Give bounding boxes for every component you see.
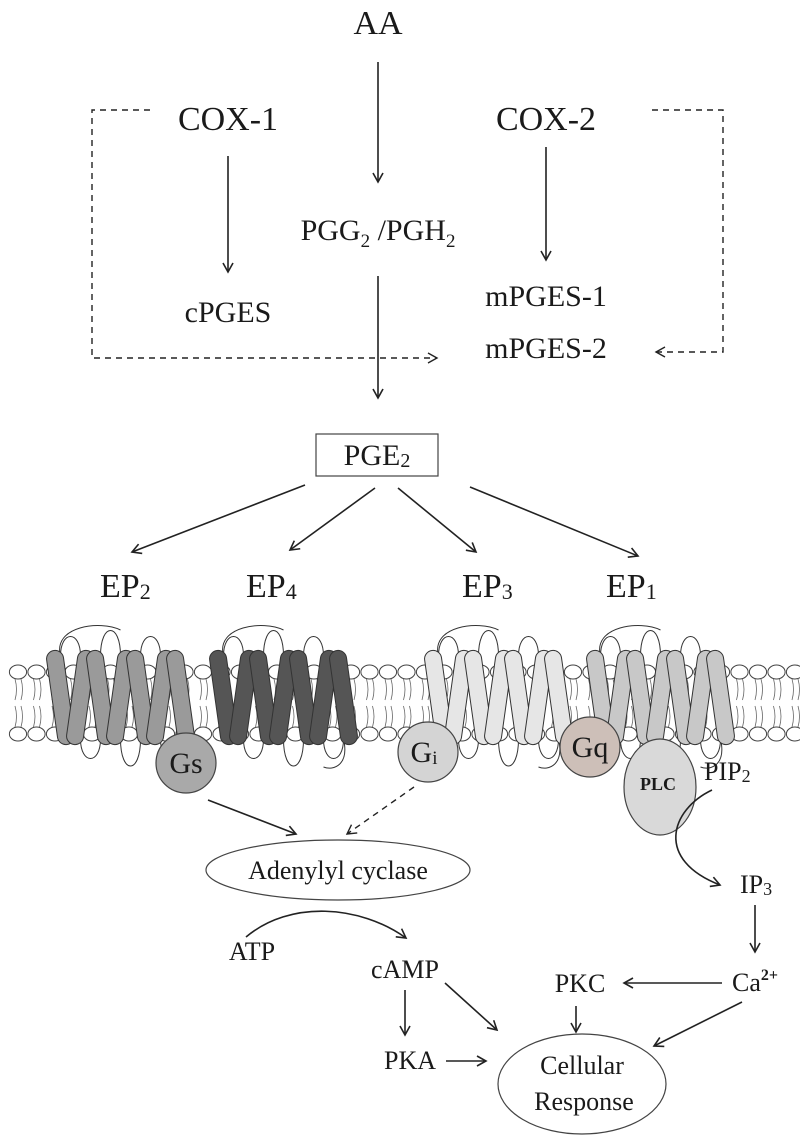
cox1-label: COX-1 bbox=[178, 101, 278, 138]
adenylyl-cyclase-ellipse bbox=[205, 839, 471, 901]
gq-protein bbox=[559, 716, 621, 778]
transmembrane-helix bbox=[309, 649, 338, 746]
plc-label: PLC bbox=[640, 774, 676, 794]
ep3-receptor bbox=[424, 625, 573, 769]
mpges1-label: mPGES-1 bbox=[485, 280, 607, 313]
ep1-receptor bbox=[586, 625, 735, 769]
pge2-to-ep3-arrow bbox=[397, 487, 478, 554]
lipid-head bbox=[378, 726, 398, 742]
pip2-label: PIP2 bbox=[704, 757, 751, 786]
cpges-label: cPGES bbox=[185, 296, 272, 329]
lipid-head bbox=[748, 726, 768, 742]
lipid-head bbox=[748, 664, 768, 680]
transmembrane-helix bbox=[524, 649, 553, 746]
transmembrane-helix bbox=[249, 649, 278, 746]
cox2-to-mpges2-dashed-arrow bbox=[652, 109, 724, 358]
transmembrane-helix bbox=[106, 649, 135, 746]
lipid-head bbox=[397, 664, 416, 680]
atp-label: ATP bbox=[229, 937, 275, 966]
lipid-head bbox=[27, 664, 46, 680]
gs-label: Gs bbox=[169, 747, 202, 780]
pge2-to-ep4-arrow bbox=[288, 487, 376, 551]
pka-label: PKA bbox=[384, 1046, 436, 1075]
transmembrane-helix bbox=[464, 649, 493, 746]
pge2-to-ep1-arrow bbox=[469, 486, 640, 559]
lipid-head bbox=[193, 664, 213, 680]
ip3-label: IP3 bbox=[740, 870, 772, 899]
plc-enzyme bbox=[623, 738, 697, 836]
transmembrane-helix bbox=[484, 649, 513, 746]
ep4-label: EP4 bbox=[246, 568, 297, 605]
pkc-label: PKC bbox=[555, 969, 606, 998]
transmembrane-helix bbox=[229, 649, 258, 746]
adenylyl-cyclase-label: Adenylyl cyclase bbox=[248, 856, 428, 885]
gi-protein bbox=[397, 721, 459, 783]
transmembrane-helix bbox=[46, 649, 75, 746]
pip2-to-ip3-arrow bbox=[675, 789, 722, 888]
camp-to-response-arrow bbox=[444, 982, 499, 1032]
transmembrane-helix bbox=[686, 649, 715, 746]
lipid-head bbox=[27, 726, 46, 742]
pge2-to-ep2-arrow bbox=[130, 484, 306, 555]
lipid-head bbox=[563, 664, 583, 680]
lipid-head bbox=[785, 726, 800, 742]
transmembrane-helix bbox=[126, 649, 155, 746]
mpges2-label: mPGES-2 bbox=[485, 332, 607, 365]
lipid-head bbox=[8, 726, 28, 742]
gs-to-adenylyl-arrow bbox=[207, 799, 298, 837]
lipid-head bbox=[785, 664, 800, 680]
ca-label: Ca2+ bbox=[732, 967, 778, 997]
lipid-head bbox=[360, 726, 379, 742]
cellular-label: Cellular bbox=[540, 1051, 624, 1080]
lipid-head bbox=[378, 664, 398, 680]
response-label: Response bbox=[534, 1087, 634, 1116]
lipid-head bbox=[767, 664, 786, 680]
ep1-label: EP1 bbox=[606, 568, 657, 605]
transmembrane-helix bbox=[269, 649, 298, 746]
ca-to-response-arrow bbox=[652, 1001, 743, 1048]
ep2-label: EP2 bbox=[100, 568, 151, 605]
ep3-label: EP3 bbox=[462, 568, 513, 605]
transmembrane-helix bbox=[86, 649, 115, 746]
ep2-receptor bbox=[46, 625, 195, 769]
lipid-head bbox=[360, 664, 379, 680]
pgg-pgh-label: PGG2 /PGH2 bbox=[301, 214, 456, 252]
aa-label: AA bbox=[353, 5, 403, 42]
transmembrane-helix bbox=[706, 649, 735, 746]
gi-to-adenylyl-dashed-arrow bbox=[345, 786, 415, 835]
camp-label: cAMP bbox=[371, 955, 439, 984]
pge2-box bbox=[315, 433, 439, 477]
transmembrane-helix bbox=[666, 649, 695, 746]
lipid-head bbox=[8, 664, 28, 680]
pge2-label: PGE2 bbox=[344, 439, 411, 472]
transmembrane-helix bbox=[66, 649, 95, 746]
transmembrane-helix bbox=[209, 649, 238, 746]
transmembrane-helix bbox=[289, 649, 318, 746]
cellular-response-ellipse bbox=[497, 1033, 667, 1135]
lipid-head bbox=[767, 726, 786, 742]
ep4-receptor bbox=[209, 625, 358, 769]
cox1-to-mpges2-dashed-arrow bbox=[91, 109, 439, 364]
cox2-label: COX-2 bbox=[496, 101, 596, 138]
gs-protein bbox=[155, 732, 217, 794]
gq-label: Gq bbox=[572, 731, 609, 764]
atp-to-camp-arrow bbox=[245, 910, 408, 939]
lipid-head bbox=[730, 664, 749, 680]
transmembrane-helix bbox=[146, 649, 175, 746]
gi-label: Gi bbox=[411, 736, 438, 769]
transmembrane-helix bbox=[329, 649, 358, 746]
transmembrane-helix bbox=[504, 649, 533, 746]
